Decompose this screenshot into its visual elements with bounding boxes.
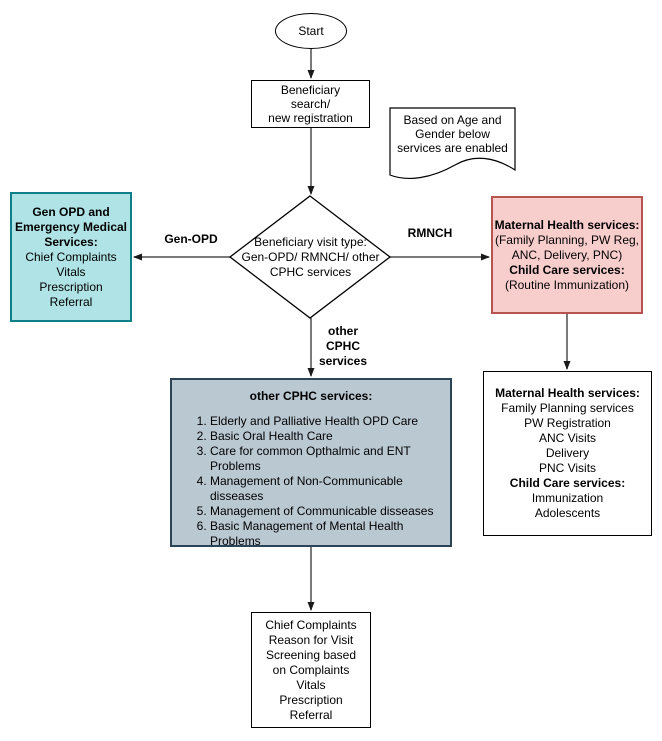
text-line: Maternal Health services: <box>494 217 640 232</box>
text-line: Beneficiary visit type: <box>254 234 367 249</box>
text-line: Services: <box>44 234 98 249</box>
text-line: PW Registration <box>524 416 611 430</box>
text-line: search/ <box>290 97 331 111</box>
text-line: Referral <box>289 707 333 722</box>
decision-diamond <box>228 195 392 319</box>
text-line: Chief Complaints <box>25 249 117 264</box>
text-line: on Complaints <box>272 662 350 677</box>
text-line: PNC Visits <box>538 461 597 475</box>
edge-label-gen-opd: Gen-OPD <box>164 232 218 246</box>
text-line: Adolescents <box>534 506 601 520</box>
text-line: services are enabled <box>397 141 508 155</box>
start-node: Start <box>275 13 347 49</box>
text-line: Prescription <box>279 692 343 707</box>
list-item: Elderly and Palliative Health OPD Care <box>210 414 448 429</box>
text-line: (Family Planning, PW Reg, <box>494 232 640 247</box>
text-line: Delivery <box>545 446 590 460</box>
list-item: Basic Management of Mental Health Proble… <box>210 519 448 549</box>
text-line: ANC, Delivery, PNC) <box>511 247 623 262</box>
text-line: Based on Age and <box>403 113 502 127</box>
start-label: Start <box>298 23 324 38</box>
cphc-title: other CPHC services: <box>249 389 373 403</box>
text-line: CPHC services <box>269 264 352 279</box>
list-item: Management of Communicable disseases <box>210 504 448 519</box>
list-item: Care for common Opthalmic and ENT Proble… <box>210 444 448 474</box>
text-line: Gender below <box>415 127 490 141</box>
text-line: Gen-OPD/ RMNCH/ other <box>241 249 380 264</box>
rmnch-node: Maternal Health services:(Family Plannin… <box>491 196 643 314</box>
text-line: Reason for Visit <box>268 632 354 647</box>
text-line: Referral <box>49 294 93 309</box>
maternal-detail-node: Maternal Health services:Family Planning… <box>483 371 652 536</box>
text-line: other <box>328 324 358 338</box>
list-item: Management of Non-Communicable disseases <box>210 474 448 504</box>
text-line: new registration <box>268 111 353 125</box>
text-line: Family Planning services <box>501 401 634 415</box>
text-line: ANC Visits <box>538 431 597 445</box>
text-line: Emergency Medical <box>14 219 128 234</box>
decision-text: Beneficiary visit type:Gen-OPD/ RMNCH/ o… <box>233 234 388 280</box>
cphc-service-list: Elderly and Palliative Health OPD CareBa… <box>186 414 448 549</box>
edges-group <box>133 48 571 611</box>
text-line: (Routine Immunization) <box>504 277 630 292</box>
text-line: Chief Complaints <box>265 617 357 632</box>
text-line: Gen OPD and <box>32 204 110 219</box>
text-line: Child Care services: <box>509 476 626 490</box>
text-line: Vitals <box>56 264 86 279</box>
list-item: Basic Oral Health Care <box>210 429 448 444</box>
text-line: Maternal Health services: <box>495 386 640 400</box>
text-line: Beneficiary <box>280 83 341 97</box>
text-line: Prescription <box>39 279 103 294</box>
note-shape <box>389 107 516 180</box>
text-line: Screening based <box>265 647 357 662</box>
text-line: services <box>318 354 368 368</box>
cphc-node: other CPHC services: Elderly and Palliat… <box>170 378 452 549</box>
text-line: Child Care services: <box>509 262 625 277</box>
text-line: Vitals <box>296 677 326 692</box>
text-line: Immunization <box>531 491 604 505</box>
edge-label-rmnch: RMNCH <box>407 226 453 240</box>
text-line: CPHC <box>325 339 360 353</box>
